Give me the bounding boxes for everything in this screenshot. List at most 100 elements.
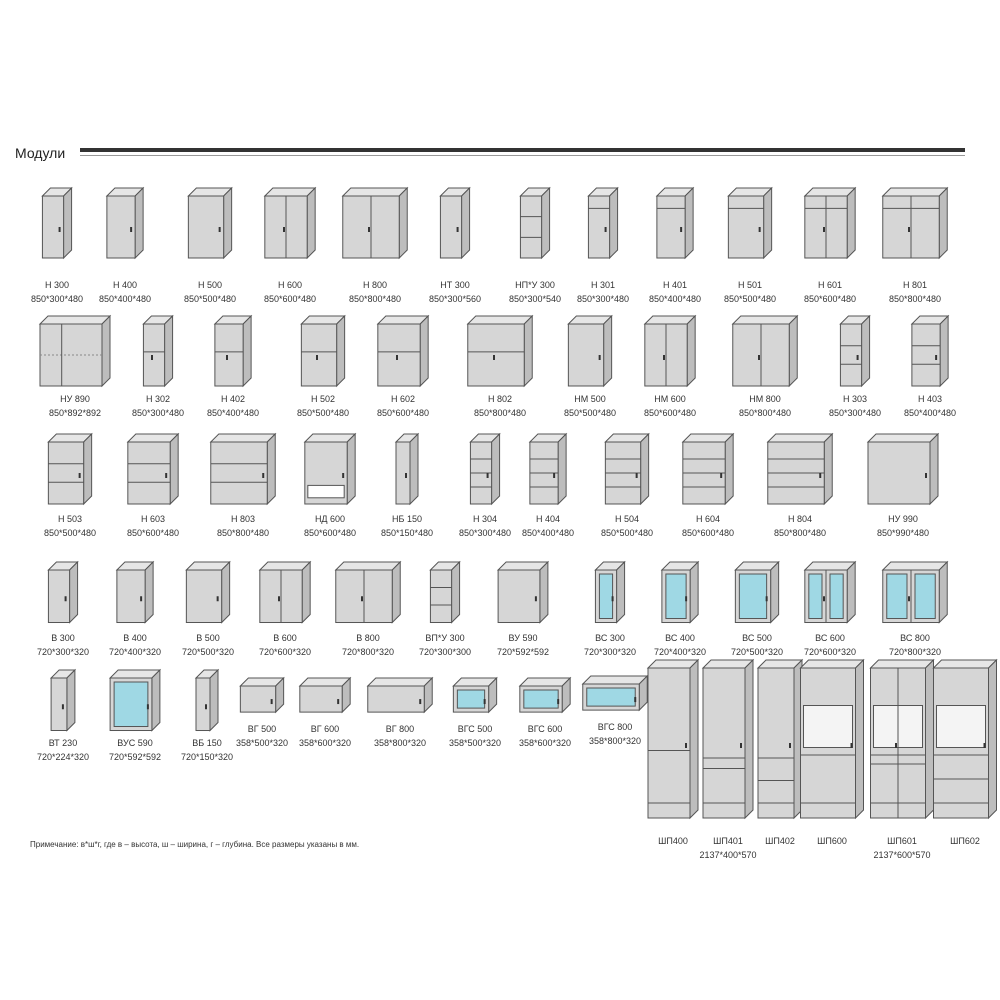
module-name: Н 602 (390, 394, 416, 404)
module-name: Н 600 (277, 280, 303, 290)
module-dimensions: 720*150*320 (180, 752, 234, 762)
module-name: ВГС 600 (527, 724, 563, 734)
module-name: ШП601 (887, 836, 917, 846)
module-10-image (803, 186, 857, 262)
module-name: Н 604 (695, 514, 721, 524)
module-dimensions: 850*500*480 (183, 294, 237, 304)
module-2-image (186, 186, 233, 262)
module-49-image (238, 676, 285, 716)
tallniche-cabinet-icon (799, 658, 865, 820)
module-dimensions: 358*600*320 (298, 738, 352, 748)
module-name: Н 300 (44, 280, 70, 290)
module-dimensions: 850*800*480 (738, 408, 792, 418)
module-name: Н 801 (902, 280, 928, 290)
module-name: ВБ 150 (192, 738, 222, 748)
module-name: ВС 400 (665, 633, 695, 643)
2door-cabinet-icon (263, 186, 317, 260)
module-name: ВП*У 300 (425, 633, 465, 643)
module-dimensions: 358*500*320 (448, 738, 502, 748)
title-rule (80, 148, 965, 152)
module-label: ВС 400 720*400*320 (654, 631, 706, 659)
2glass-cabinet-icon (803, 561, 857, 625)
module-dimensions: 720*224*320 (36, 752, 90, 762)
tallniche3-cabinet-icon (932, 658, 998, 820)
module-50-image (298, 676, 352, 716)
module-dimensions: 850*400*480 (98, 294, 152, 304)
module-13-image (141, 314, 174, 390)
module-name: Н 504 (614, 514, 640, 524)
module-name: Н 404 (535, 514, 561, 524)
module-dimensions: 850*600*480 (643, 408, 697, 418)
module-8-image (655, 186, 695, 262)
module-name: ВГС 800 (597, 722, 633, 732)
module-dimensions: 720*592*592 (496, 647, 550, 657)
module-55-image (646, 658, 700, 822)
module-7-image (586, 186, 619, 262)
module-name: ВС 600 (815, 633, 845, 643)
module-dimensions: 850*892*892 (48, 408, 102, 418)
module-20-image (731, 314, 799, 390)
module-5-image (438, 186, 471, 262)
door-cabinet-icon (439, 186, 471, 260)
module-28-image (468, 432, 501, 508)
module-dimensions: 850*300*560 (428, 294, 482, 304)
module-dimensions: 720*600*320 (258, 647, 312, 657)
module-dimensions: 850*600*480 (681, 528, 735, 538)
module-53-image (518, 676, 572, 716)
module-58-image (799, 658, 866, 822)
module-name: НД 600 (314, 514, 346, 524)
module-name: Н 502 (310, 394, 336, 404)
2door-cabinet-icon (341, 186, 409, 260)
module-dimensions: 720*300*300 (418, 647, 472, 657)
module-38-image (334, 560, 402, 627)
module-dimensions: 720*600*320 (803, 647, 857, 657)
module-label: ВУ 590 720*592*592 (497, 631, 549, 659)
module-name: ВТ 230 (48, 738, 78, 748)
glass-cabinet-icon (108, 669, 162, 733)
module-15-image (299, 314, 346, 390)
module-label: ВП*У 300 720*300*300 (419, 631, 471, 659)
module-dimensions: 850*400*480 (903, 408, 957, 418)
3drawer-cabinet-icon (47, 432, 93, 506)
drawerdoor-cabinet-icon (587, 186, 619, 260)
module-dimensions: 2137*600*570 (873, 850, 931, 860)
4drawer-cabinet-icon (528, 432, 568, 506)
2drawer-cabinet-icon (213, 314, 253, 388)
module-label: ШП400 (658, 834, 688, 848)
4drawer-cabinet-icon (469, 432, 501, 506)
module-37-image (258, 560, 312, 627)
section-title: Модули (15, 145, 66, 161)
module-56-image (701, 658, 755, 822)
module-dimensions: 720*400*320 (653, 647, 707, 657)
module-44-image (803, 560, 857, 627)
module-45-image (881, 560, 949, 627)
module-26-image (303, 432, 357, 508)
module-40-image (496, 560, 550, 627)
module-dimensions: 720*300*320 (583, 647, 637, 657)
module-label: Н 300 850*300*480 (31, 278, 83, 306)
module-46-image (49, 668, 77, 735)
module-dimensions: 850*300*480 (30, 294, 84, 304)
module-name: ВГ 800 (385, 724, 415, 734)
module-name: ВУ 590 (508, 633, 538, 643)
3drawer-cabinet-icon (209, 432, 277, 506)
module-name: НБ 150 (392, 514, 422, 524)
module-name: Н 500 (197, 280, 223, 290)
corner-cabinet-icon (38, 314, 112, 388)
glassflap-cabinet-icon (581, 674, 649, 712)
